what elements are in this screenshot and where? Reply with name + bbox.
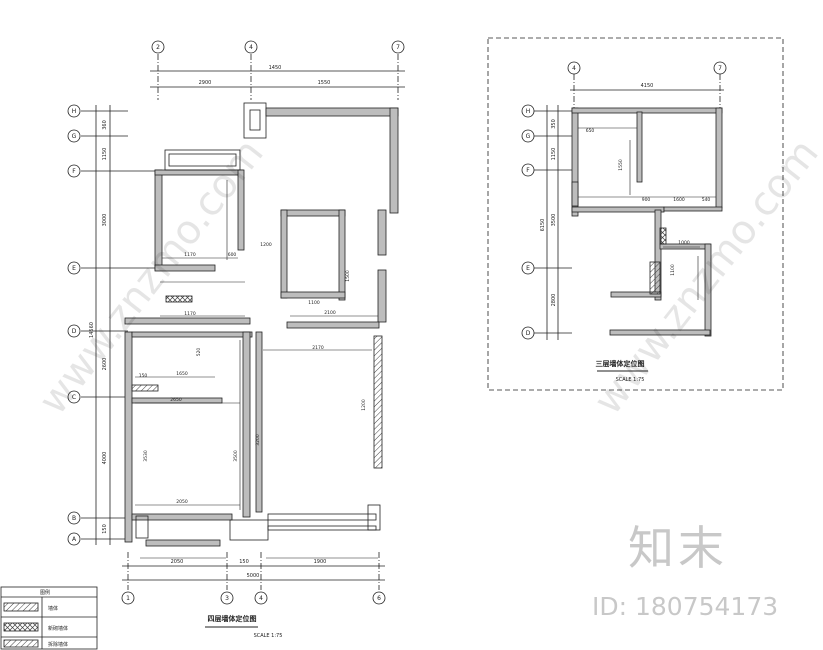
right-room-dim-6: 540	[702, 197, 711, 203]
left-dim-side-2: 3000	[102, 214, 108, 227]
right-dim-side-3: 2800	[551, 294, 557, 307]
right-grid-side-3: E	[526, 265, 530, 272]
right-plan-frame	[487, 37, 784, 391]
right-grid-top-1: 7	[718, 65, 722, 72]
left-top-grid	[150, 40, 405, 100]
right-grid-side-0: H	[526, 108, 531, 115]
left-bottom-grid	[121, 552, 386, 605]
left-room-dim-0: 1170	[184, 252, 196, 258]
right-grid-side-1: G	[526, 133, 531, 140]
left-floor-plan	[67, 40, 405, 605]
left-grid-top-0: 2	[156, 44, 160, 51]
right-plan-labels: 4 7 4150 H G F E D 350 1150 3500 2800 61…	[526, 65, 722, 383]
legend-swatch-demo-wall	[3, 639, 39, 648]
left-plan-labels: 2 4 7 1450 2900 1550 H G F E D C B A 360…	[72, 44, 400, 639]
right-dim-side-1: 1150	[551, 148, 557, 161]
left-grid-side-1: G	[72, 133, 77, 140]
legend-item-1: 新砌墙体	[48, 625, 68, 632]
left-room-dim-8: 1650	[176, 371, 188, 377]
left-dim-side-total: 14560	[89, 322, 95, 338]
right-floor-plan	[487, 37, 784, 391]
left-room-dim-14: 3530	[143, 450, 149, 462]
left-grid-side-4: D	[72, 328, 77, 335]
right-room-dim-3: 900	[642, 197, 651, 203]
left-room-dim-3: 1200	[260, 242, 272, 248]
right-room-dim-4: 1000	[678, 240, 690, 246]
left-dim-side-3: 2600	[102, 358, 108, 371]
legend-item-0: 墙体	[48, 605, 58, 612]
left-grid-side-0: H	[72, 108, 77, 115]
legend-swatch-new-wall	[3, 622, 39, 632]
left-side-grid	[67, 104, 155, 546]
left-dim-top-r2-0: 2900	[199, 80, 212, 86]
left-grid-bottom-2: 4	[259, 595, 263, 602]
left-room-dim-6: 2100	[324, 310, 336, 316]
left-grid-side-7: A	[72, 536, 77, 543]
legend-swatch-wall	[3, 602, 39, 612]
left-room-dim-12: 520	[196, 348, 202, 357]
left-grid-top-1: 4	[249, 44, 253, 51]
left-dim-side-5: 150	[102, 524, 108, 534]
left-grid-side-5: C	[72, 394, 76, 401]
left-grid-bottom-0: 1	[126, 595, 130, 602]
right-dim-side-2: 3500	[551, 214, 557, 227]
left-room-dim-13: 150	[139, 373, 148, 379]
right-grid-top-0: 4	[572, 65, 576, 72]
right-room-dim-5: 1100	[670, 264, 676, 276]
left-walls	[124, 102, 399, 547]
left-grid-bottom-3: 6	[377, 595, 381, 602]
left-grid-bottom-1: 3	[225, 595, 229, 602]
left-dim-side-0: 360	[102, 120, 108, 130]
left-dim-bottom-r2-0: 5000	[247, 573, 260, 579]
left-room-dim-2: 600	[228, 252, 237, 258]
right-room-dim-2: 1600	[673, 197, 685, 203]
left-dim-side-1: 1150	[102, 148, 108, 161]
left-room-dim-lines	[135, 180, 378, 559]
legend-box	[0, 586, 98, 650]
right-grid-side-2: F	[526, 167, 530, 174]
right-dim-side-total: 6150	[540, 219, 546, 232]
right-room-dim-1: 1550	[618, 159, 624, 171]
right-dim-side-0: 350	[551, 119, 557, 129]
left-dim-top-r1-0: 1450	[269, 65, 282, 71]
right-plan-scale: SCALE 1:75	[616, 377, 645, 383]
left-room-dim-7: 2170	[312, 345, 324, 351]
left-room-dim-11: 1200	[361, 399, 367, 411]
left-grid-side-3: E	[72, 265, 76, 272]
right-grid-side-4: D	[526, 330, 531, 337]
right-dim-top-0: 4150	[641, 83, 654, 89]
left-dim-bottom-r1-1: 150	[239, 559, 249, 565]
left-dim-side-4: 4000	[102, 452, 108, 465]
left-room-dim-5: 1500	[345, 270, 351, 282]
left-room-dim-15: 3500	[233, 450, 239, 462]
left-grid-side-2: F	[72, 168, 76, 175]
left-dim-bottom-r1-0: 2050	[171, 559, 184, 565]
legend-header: 图例	[40, 589, 50, 596]
legend-labels: 图例 墙体 新砌墙体 拆除墙体	[40, 589, 68, 648]
watermark-id: ID: 180754173	[592, 592, 779, 621]
legend-item-2: 拆除墙体	[48, 641, 68, 648]
left-plan-scale: SCALE 1:75	[254, 633, 283, 639]
left-dim-bottom-r1-2: 1900	[314, 559, 327, 565]
left-grid-top-2: 7	[396, 44, 400, 51]
left-room-dim-10: 2050	[176, 499, 188, 505]
left-room-dim-16: 3200	[255, 434, 261, 446]
left-dim-top-r2-1: 1550	[318, 80, 331, 86]
right-room-dim-0: 650	[586, 128, 595, 134]
left-plan-title: 四层墙体定位图	[208, 614, 257, 623]
left-grid-side-6: B	[72, 515, 76, 522]
right-plan-title: 三层墙体定位图	[596, 359, 645, 368]
left-room-dim-1: 1170	[184, 311, 196, 317]
left-room-dim-4: 1100	[308, 300, 320, 306]
left-room-dim-9: 2650	[170, 397, 182, 403]
watermark-logo: 知末	[628, 521, 728, 575]
